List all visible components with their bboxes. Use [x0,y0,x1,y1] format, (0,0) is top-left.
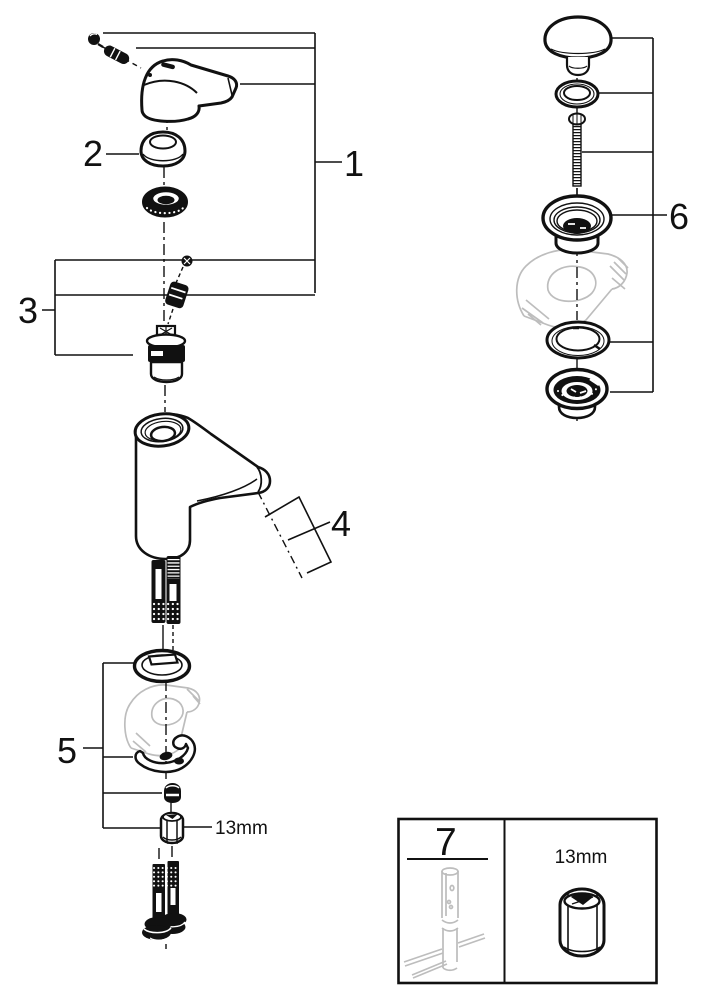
handle-lever-drawing [140,58,239,123]
callout-label-5: 5 [57,730,77,771]
handle-screw-drawing [88,33,104,48]
callout-label-1: 1 [344,143,364,184]
callout-bracket-4 [264,495,333,574]
base-gasket-drawing [132,648,192,684]
drain-rod-drawing [568,112,586,187]
handle-pin-drawing [103,45,130,64]
callout-bracket-5 [83,662,162,829]
mounting-collar-drawing [142,186,188,218]
hex-nut-drawing [159,811,185,845]
faucet-body-drawing [133,412,272,561]
callout-label-4: 4 [331,503,351,544]
hex-socket-drawing [558,887,606,958]
cap-nut-drawing [164,783,181,803]
callout-label-2: 2 [83,133,103,174]
supply-hoses-drawing [142,861,187,941]
cartridge-screw-drawing [181,255,193,267]
drain-plug-cap-drawing [543,15,613,77]
hex-nut-size-label: 13mm [215,818,268,839]
sink-surface-sketch [515,248,629,329]
escutcheon-ring-drawing [139,130,187,168]
callout-label-6: 6 [669,196,689,237]
callout-bracket-6 [582,37,667,393]
drain-washer-drawing [545,320,611,360]
horseshoe-washer-drawing [134,734,197,774]
callout-label-7: 7 [435,821,457,864]
drain-body-drawing [545,367,609,420]
cartridge-nut-drawing [165,281,189,309]
supply-shank-drawing [151,556,181,624]
callout-label-3: 3 [18,290,38,331]
cartridge-drawing [145,324,187,384]
drain-flange-drawing [541,194,613,255]
drain-seal-ring-drawing [554,79,600,109]
socket-tool-sketch [403,867,486,979]
callout-bracket-1 [103,32,342,293]
inset-tool-size-label: 13mm [555,847,608,868]
